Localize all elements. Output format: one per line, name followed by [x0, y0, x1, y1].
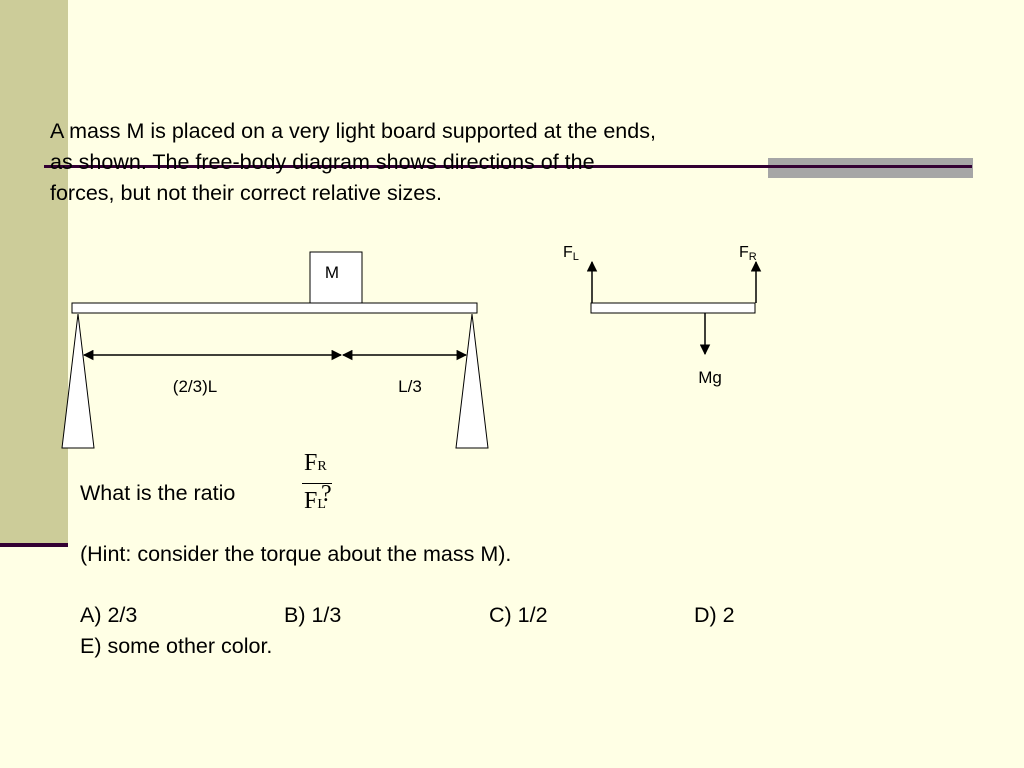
mass-box [309, 251, 363, 304]
intro-line-1: A mass M is placed on a very light board… [50, 119, 656, 143]
mass-label: M [325, 263, 339, 282]
option-a: A) 2/3 [80, 603, 138, 627]
right-force-label: FR [739, 244, 757, 263]
question-mark: ? [321, 481, 332, 507]
right-length-label: L/3 [398, 377, 422, 396]
question-text: What is the ratio [80, 481, 236, 505]
intro-line-2: as shown. The free-body diagram shows di… [50, 150, 595, 174]
left-support [61, 313, 95, 449]
board-diagram: M (2/3)L L/3 [61, 251, 489, 449]
board-plank [71, 302, 478, 314]
side-bar [0, 0, 68, 547]
fbd-board [590, 302, 756, 314]
fraction-bar [302, 483, 332, 484]
option-c: C) 1/2 [489, 603, 548, 627]
title-underline [44, 165, 972, 168]
option-d: D) 2 [694, 603, 735, 627]
fraction-numerator: FR [304, 450, 327, 476]
weight-label: Mg [698, 368, 722, 387]
free-body-diagram: FL FR Mg [563, 244, 762, 387]
hint-text: (Hint: consider the torque about the mas… [80, 542, 512, 566]
fraction-denominator: FL [304, 488, 326, 514]
left-force-label: FL [563, 244, 579, 263]
option-b: B) 1/3 [284, 603, 342, 627]
option-e: E) some other color. [80, 634, 273, 658]
side-accent-line [0, 543, 68, 547]
intro-paragraph: A mass M is placed on a very light board… [50, 116, 790, 209]
ratio-fraction: FR ? FL [300, 450, 348, 522]
left-length-label: (2/3)L [173, 377, 217, 396]
intro-line-3: forces, but not their correct relative s… [50, 181, 442, 205]
title-gray-bar [768, 158, 973, 178]
right-support [455, 313, 489, 449]
